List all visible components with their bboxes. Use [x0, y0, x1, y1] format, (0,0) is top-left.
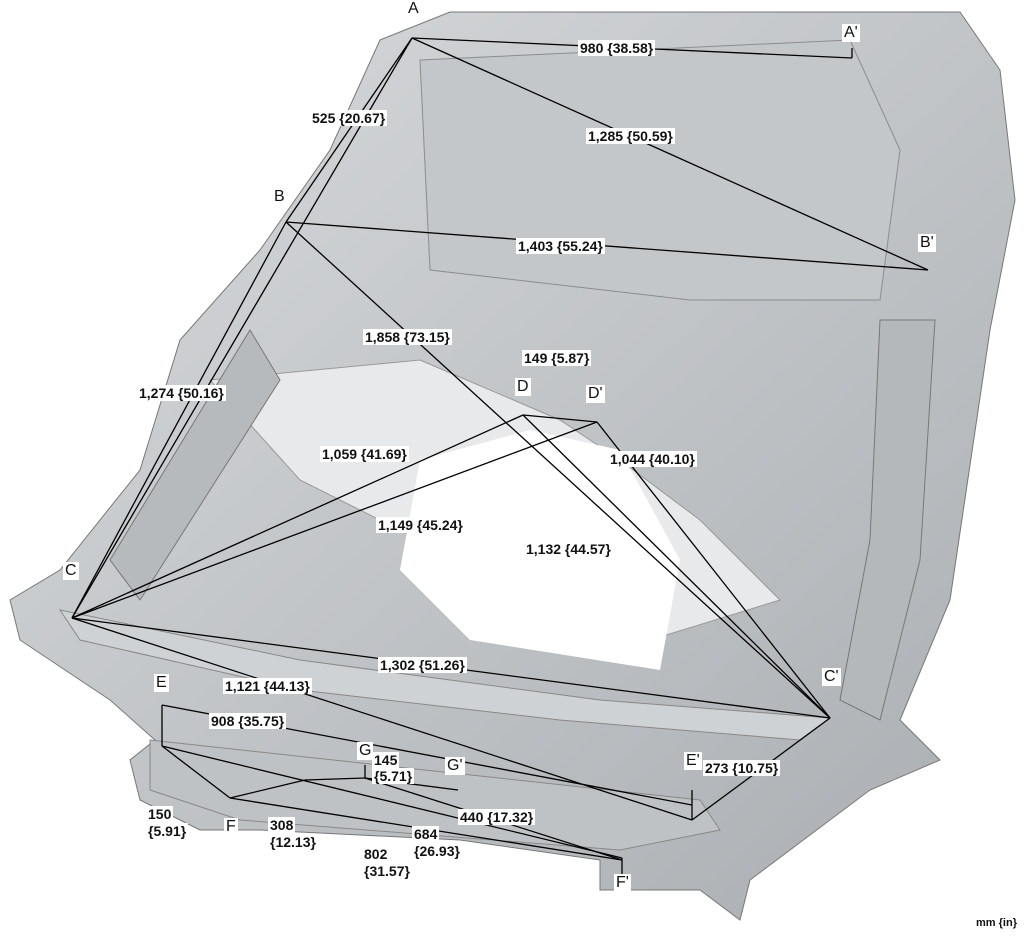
point-d-prime: D'	[586, 385, 605, 403]
dim-f-f-prime-mm: 684	[412, 826, 440, 842]
dim-g-g-prime-mm: 145	[372, 752, 400, 768]
point-e: E	[154, 674, 169, 692]
point-e-prime: E'	[684, 752, 702, 770]
point-a-prime: A'	[842, 24, 860, 42]
dim-c-d: 1,059 {41.69}	[320, 446, 409, 462]
dim-c-prime-e-prime: 273 {10.75}	[703, 760, 781, 776]
dim-g-f-prime-mm: 802	[362, 846, 390, 862]
point-d: D	[515, 378, 531, 396]
dim-d-prime-c-prime: 1,044 {40.10}	[608, 451, 697, 467]
dim-c-d-prime: 1,149 {45.24}	[376, 517, 465, 533]
dim-d-c-prime: 1,132 {44.57}	[524, 541, 613, 557]
point-c: C	[63, 562, 79, 580]
point-b: B	[272, 188, 287, 206]
point-c-prime: C'	[822, 668, 841, 686]
dim-b-c-prime: 1,858 {73.15}	[363, 329, 452, 345]
dim-c-e-prime: 1,121 {44.13}	[223, 678, 312, 694]
dim-g-g-prime-in: {5.71}	[372, 768, 415, 784]
dim-e-f-mm: 150	[146, 806, 174, 822]
dim-c-c-prime: 1,302 {51.26}	[378, 657, 467, 673]
dim-a-b: 525 {20.67}	[310, 110, 388, 126]
dim-f-g-in: {12.13}	[268, 834, 318, 850]
dim-b-b-prime: 1,403 {55.24}	[516, 238, 605, 254]
unit-label: mm {in}	[976, 917, 1017, 929]
dim-e-f-in: {5.91}	[146, 823, 189, 839]
point-f-prime: F'	[614, 874, 631, 892]
point-g-prime: G'	[445, 757, 465, 775]
point-a: A	[406, 0, 421, 18]
point-b-prime: B'	[918, 234, 936, 252]
dim-a-a-prime: 980 {38.58}	[578, 40, 656, 56]
dim-e-f-prime: 440 {17.32}	[458, 809, 536, 825]
dim-d-d-prime: 149 {5.87}	[522, 350, 592, 366]
dim-b-c: 1,274 {50.16}	[137, 385, 226, 401]
dim-f-f-prime-in: {26.93}	[412, 843, 462, 859]
dim-g-f-prime-in: {31.57}	[362, 863, 412, 879]
dim-f-g-mm: 308	[268, 817, 296, 833]
point-f: F	[224, 818, 238, 836]
dim-a-b-prime: 1,285 {50.59}	[586, 128, 675, 144]
dim-e-e-prime: 908 {35.75}	[209, 713, 287, 729]
point-g: G	[357, 742, 374, 760]
